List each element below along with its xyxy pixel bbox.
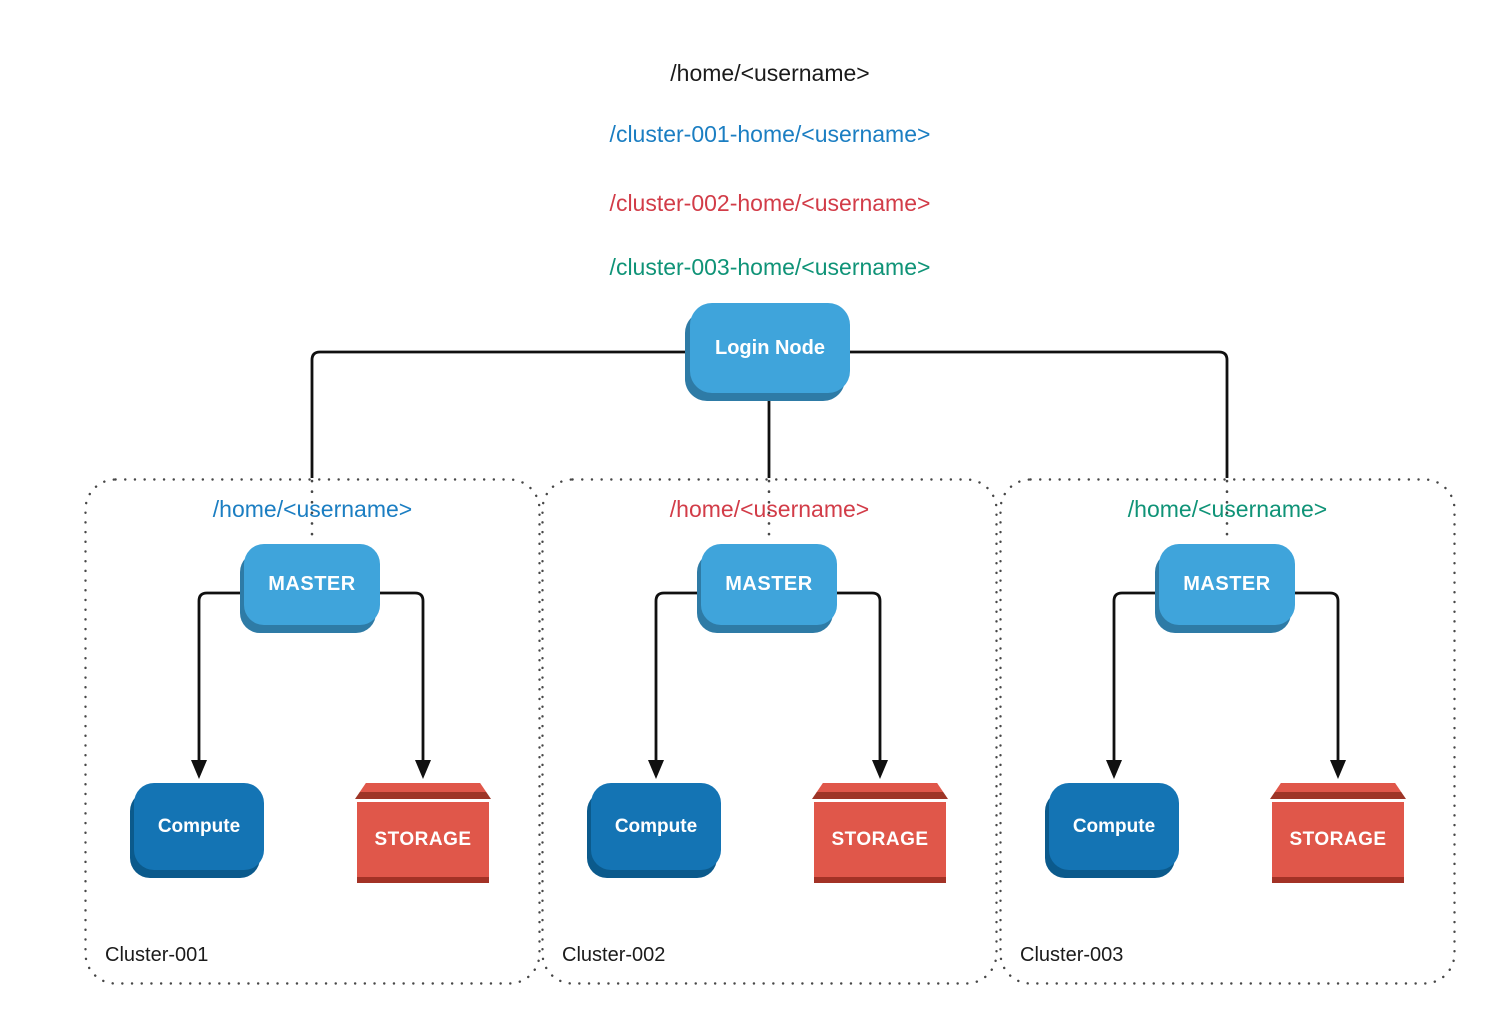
arrowhead-to-compute bbox=[1106, 760, 1122, 779]
master-node-label: MASTER bbox=[725, 573, 813, 595]
cluster-003-home-path: /cluster-003-home/<username> bbox=[609, 254, 931, 280]
master-to-compute-wire bbox=[1112, 591, 1163, 760]
cluster-002-box: /home/<username> MASTER Compute STORAGE … bbox=[541, 478, 998, 985]
storage-lid-icon bbox=[1270, 783, 1406, 799]
master-to-compute-wire bbox=[654, 591, 705, 760]
cluster-home-path-label: /home/<username> bbox=[669, 496, 870, 522]
arrowhead-to-compute bbox=[191, 760, 207, 779]
storage-node: STORAGE bbox=[812, 783, 948, 883]
storage-node-label: STORAGE bbox=[831, 828, 929, 850]
cluster-001-wires bbox=[84, 478, 541, 985]
cluster-001-box: /home/<username> MASTER Compute STORAGE … bbox=[84, 478, 541, 985]
cluster-002-home-path: /cluster-002-home/<username> bbox=[609, 190, 931, 216]
shared-home-path: /home/<username> bbox=[670, 60, 870, 86]
login-node-label: Login Node bbox=[715, 336, 825, 359]
master-to-storage-wire bbox=[833, 591, 882, 760]
arrowhead-to-storage bbox=[1330, 760, 1346, 779]
cluster-name-label: Cluster-003 bbox=[1020, 944, 1124, 966]
storage-box: STORAGE bbox=[357, 802, 489, 883]
cluster-home-path-label: /home/<username> bbox=[212, 496, 413, 522]
arrowhead-to-compute bbox=[648, 760, 664, 779]
login-node: Login Node bbox=[690, 303, 850, 393]
master-node: MASTER bbox=[701, 544, 837, 625]
master-to-storage-wire bbox=[1291, 591, 1340, 760]
master-node: MASTER bbox=[1159, 544, 1295, 625]
cluster-001-home-path: /cluster-001-home/<username> bbox=[609, 121, 931, 147]
storage-node-label: STORAGE bbox=[374, 828, 472, 850]
compute-node: Compute bbox=[1049, 783, 1179, 870]
cluster-name-label: Cluster-002 bbox=[562, 944, 666, 966]
cluster-002-wires bbox=[541, 478, 998, 985]
compute-node: Compute bbox=[134, 783, 264, 870]
storage-box: STORAGE bbox=[1272, 802, 1404, 883]
master-node-label: MASTER bbox=[268, 573, 356, 595]
compute-node-label: Compute bbox=[614, 815, 698, 837]
compute-node-label: Compute bbox=[157, 815, 241, 837]
cluster-003-box: /home/<username> MASTER Compute STORAGE … bbox=[999, 478, 1456, 985]
storage-node: STORAGE bbox=[355, 783, 491, 883]
master-to-storage-wire bbox=[376, 591, 425, 760]
storage-node-label: STORAGE bbox=[1289, 828, 1387, 850]
master-node-label: MASTER bbox=[1183, 573, 1271, 595]
arrowhead-to-storage bbox=[872, 760, 888, 779]
storage-box: STORAGE bbox=[814, 802, 946, 883]
compute-node-label: Compute bbox=[1072, 815, 1156, 837]
cluster-home-path-label: /home/<username> bbox=[1127, 496, 1328, 522]
compute-node: Compute bbox=[591, 783, 721, 870]
cluster-003-wires bbox=[999, 478, 1456, 985]
master-node: MASTER bbox=[244, 544, 380, 625]
cluster-name-label: Cluster-001 bbox=[105, 944, 209, 966]
storage-lid-icon bbox=[812, 783, 948, 799]
storage-node: STORAGE bbox=[1270, 783, 1406, 883]
master-to-compute-wire bbox=[197, 591, 248, 760]
arrowhead-to-storage bbox=[415, 760, 431, 779]
storage-lid-icon bbox=[355, 783, 491, 799]
